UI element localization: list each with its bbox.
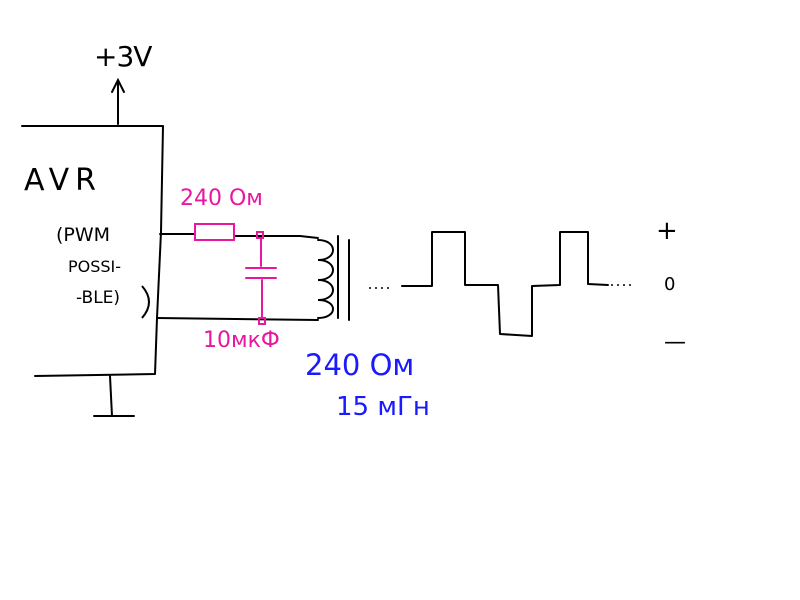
chip-note-line-3: -BLE) [76,288,121,308]
level-minus: — [664,330,686,355]
supply-label: +3V [94,40,152,73]
capacitor-icon [245,231,277,325]
bottom-wire [156,317,319,321]
supply-arrow-icon [111,77,125,125]
square-wave-icon [401,231,609,337]
resistor-label: 240 Ом [180,186,263,211]
ground-icon [93,375,135,417]
chip-name: AVR [24,163,102,198]
note-bracket [141,285,150,319]
transformer-icon [299,235,350,321]
level-plus: + [656,216,678,246]
capacitor-label: 10мкФ [203,328,280,353]
chip-note-line-1: (PWM [56,224,111,246]
top-wire [159,233,301,237]
avr-chip-outline [21,125,164,377]
coil-resistance-label: 240 Ом [305,348,415,382]
resistor-icon [194,223,235,241]
chip-note-line-2: POSSI- [68,257,122,276]
coil-inductance-label: 15 мГн [336,392,430,422]
level-zero: 0 [664,274,676,295]
dotted-leader [369,284,631,289]
